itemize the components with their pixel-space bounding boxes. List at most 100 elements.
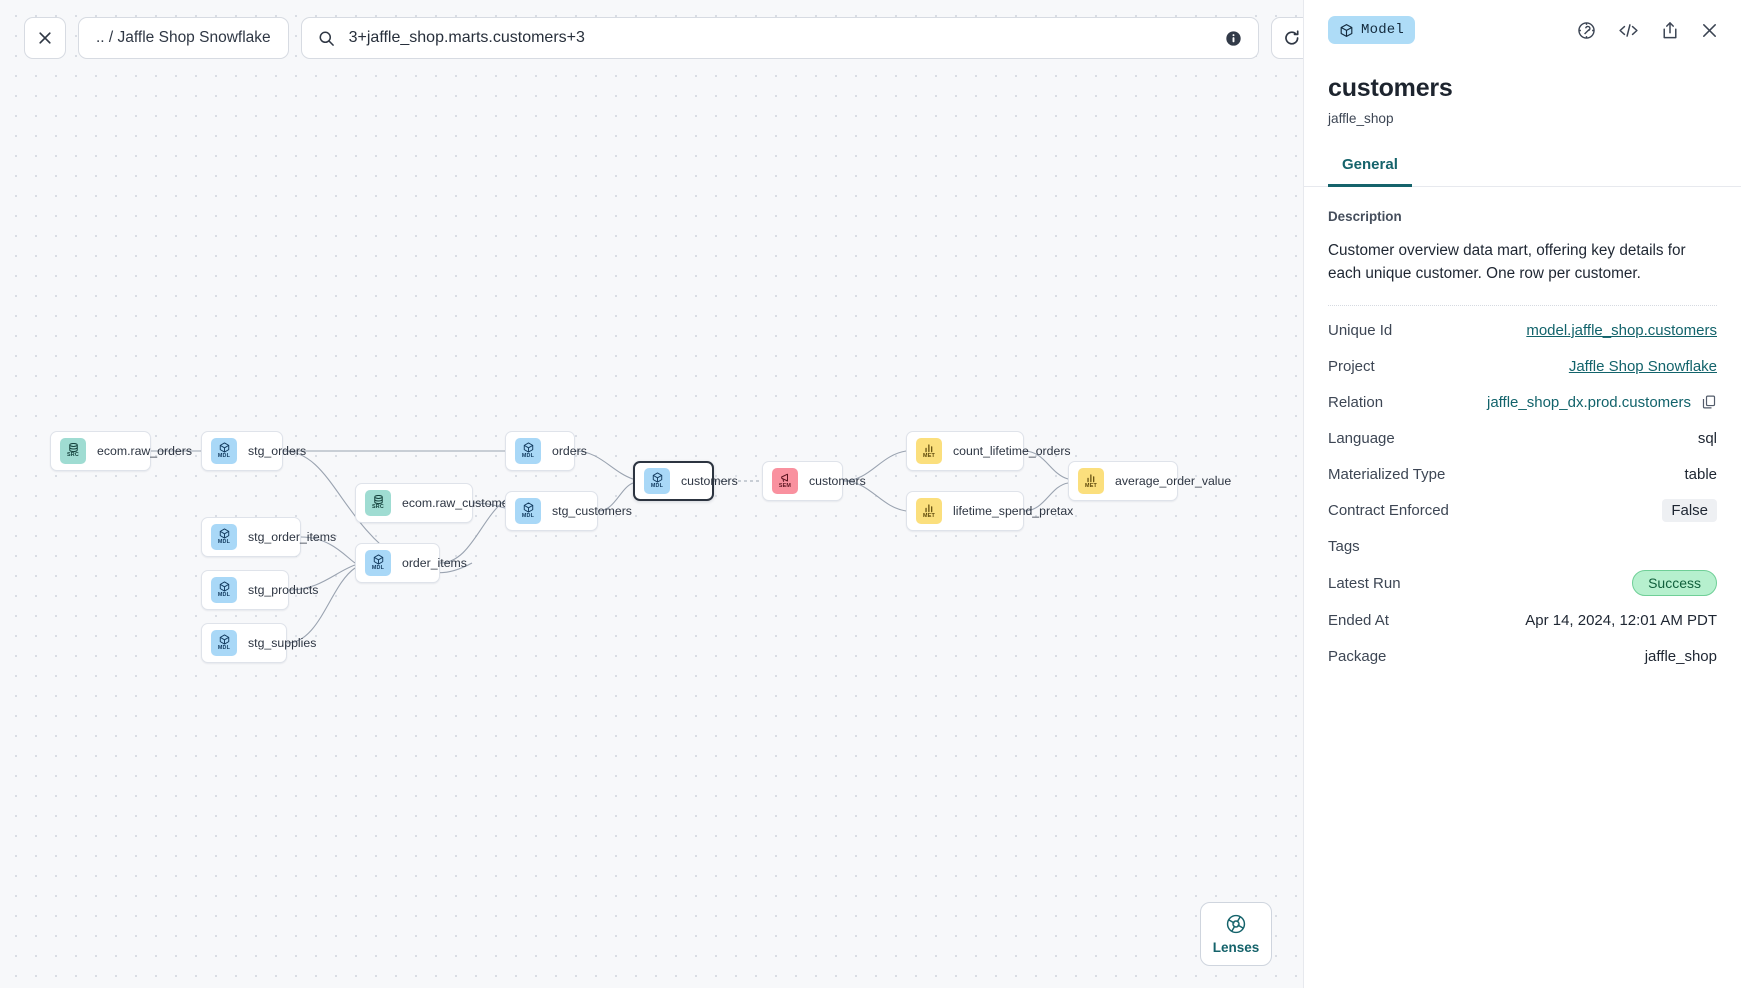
lineage-node-label: stg_supplies xyxy=(248,636,317,650)
mdl-badge-icon: MDL xyxy=(211,438,237,464)
close-lineage-button[interactable] xyxy=(24,17,66,59)
search-icon xyxy=(319,31,334,46)
details-panel: Model xyxy=(1303,0,1741,988)
property-row: Unique Id model.jaffle_shop.customers xyxy=(1328,312,1717,348)
property-value: jaffle_shop xyxy=(1644,647,1717,665)
property-key: Ended At xyxy=(1328,611,1389,629)
lineage-node-label: customers xyxy=(809,474,866,488)
property-row: Latest Run Success xyxy=(1328,564,1717,602)
mdl-badge-icon: MDL xyxy=(211,524,237,550)
property-key: Contract Enforced xyxy=(1328,501,1449,519)
property-value: Success xyxy=(1632,570,1717,597)
lineage-node-customers[interactable]: MDL customers xyxy=(633,461,738,501)
met-badge-icon: MET xyxy=(916,498,942,524)
property-row: Project Jaffle Shop Snowflake xyxy=(1328,348,1717,384)
property-row: Ended At Apr 14, 2024, 12:01 AM PDT xyxy=(1328,602,1717,638)
lineage-node-orders[interactable]: MDL orders xyxy=(505,431,587,471)
lineage-node-label: ecom.raw_orders xyxy=(97,444,192,458)
lineage-node-order_items[interactable]: MDL order_items xyxy=(355,543,467,583)
canvas-toolbar: .. / Jaffle Shop Snowflake xyxy=(24,17,1313,59)
property-key: Latest Run xyxy=(1328,574,1401,592)
lineage-node-stg_customers[interactable]: MDL stg_customers xyxy=(505,491,632,531)
mdl-badge-icon: MDL xyxy=(644,468,670,494)
node-type-label: Model xyxy=(1361,22,1405,38)
lineage-node-stg_supplies[interactable]: MDL stg_supplies xyxy=(201,623,316,663)
details-header: customers jaffle_shop xyxy=(1304,60,1741,126)
node-type-badge[interactable]: Model xyxy=(1328,16,1416,44)
lineage-node-stg_order_items[interactable]: MDL stg_order_items xyxy=(201,517,336,557)
property-value[interactable]: jaffle_shop_dx.prod.customers xyxy=(1487,394,1717,411)
property-value: Apr 14, 2024, 12:01 AM PDT xyxy=(1525,611,1717,629)
mdl-badge-icon: MDL xyxy=(365,550,391,576)
property-link[interactable]: Jaffle Shop Snowflake xyxy=(1568,357,1717,375)
mdl-badge-icon: MDL xyxy=(515,498,541,524)
copy-icon[interactable] xyxy=(1701,394,1717,410)
lineage-node-label: average_order_value xyxy=(1115,474,1232,488)
lineage-node-label: stg_products xyxy=(248,583,319,597)
lineage-node-label: stg_customers xyxy=(552,504,632,518)
code-icon[interactable] xyxy=(1617,20,1640,41)
lineage-node-average_order_value[interactable]: MET average_order_value xyxy=(1068,461,1231,501)
focus-icon[interactable] xyxy=(1576,20,1597,41)
met-badge-icon: MET xyxy=(916,438,942,464)
property-key: Unique Id xyxy=(1328,321,1393,339)
breadcrumb-label: .. / Jaffle Shop Snowflake xyxy=(96,29,271,46)
page-title: customers xyxy=(1328,74,1453,102)
lineage-node-label: stg_order_items xyxy=(248,530,337,544)
lineage-search[interactable] xyxy=(300,17,1259,59)
property-key: Project xyxy=(1328,357,1375,375)
property-link[interactable]: model.jaffle_shop.customers xyxy=(1526,321,1717,339)
status-badge: Success xyxy=(1632,570,1717,597)
page-subtitle: jaffle_shop xyxy=(1328,111,1394,126)
property-row: Contract Enforced False xyxy=(1328,492,1717,528)
lineage-node-label: stg_orders xyxy=(248,444,307,458)
lineage-node-label: count_lifetime_orders xyxy=(953,444,1071,458)
lineage-node-stg_products[interactable]: MDL stg_products xyxy=(201,570,318,610)
cube-icon xyxy=(1340,23,1353,37)
property-value: table xyxy=(1684,465,1717,483)
aperture-icon xyxy=(1226,914,1246,934)
met-badge-icon: MET xyxy=(1078,468,1104,494)
close-icon xyxy=(39,32,51,44)
property-key: Materialized Type xyxy=(1328,465,1446,483)
property-key: Relation xyxy=(1328,393,1384,411)
lineage-node-label: orders xyxy=(552,444,587,458)
tab-general[interactable]: General xyxy=(1328,156,1412,187)
property-key: Package xyxy=(1328,647,1387,665)
lineage-canvas[interactable]: .. / Jaffle Shop Snowflake xyxy=(0,0,1313,988)
breadcrumb-button[interactable]: .. / Jaffle Shop Snowflake xyxy=(78,17,289,59)
description-label: Description xyxy=(1328,209,1402,224)
property-value[interactable]: Jaffle Shop Snowflake xyxy=(1569,358,1717,375)
mdl-badge-icon: MDL xyxy=(515,438,541,464)
property-value[interactable]: model.jaffle_shop.customers xyxy=(1526,322,1717,339)
status-chip: False xyxy=(1662,498,1717,522)
close-icon[interactable] xyxy=(1700,21,1719,40)
lineage-node-stg_orders[interactable]: MDL stg_orders xyxy=(201,431,306,471)
property-row: Relation jaffle_shop_dx.prod.customers xyxy=(1328,384,1717,420)
property-row: Package jaffle_shop xyxy=(1328,638,1717,674)
lenses-label: Lenses xyxy=(1212,940,1260,955)
src-badge-icon: SRC xyxy=(365,490,391,516)
property-link[interactable]: jaffle_shop_dx.prod.customers xyxy=(1486,393,1691,411)
mdl-badge-icon: MDL xyxy=(211,577,237,603)
details-panel-header: Model xyxy=(1304,0,1741,60)
lineage-node-label: order_items xyxy=(402,556,467,570)
details-body: Description Customer overview data mart,… xyxy=(1304,187,1741,674)
info-icon[interactable] xyxy=(1225,30,1242,47)
mdl-badge-icon: MDL xyxy=(211,630,237,656)
lineage-node-count_lifetime_orders[interactable]: MET count_lifetime_orders xyxy=(906,431,1071,471)
property-value: False xyxy=(1662,498,1717,522)
lineage-node-label: customers xyxy=(681,474,738,488)
search-input[interactable] xyxy=(346,28,1213,48)
property-row: Materialized Type table xyxy=(1328,456,1717,492)
share-icon[interactable] xyxy=(1660,20,1680,41)
panel-action-icons xyxy=(1576,20,1719,41)
lenses-button[interactable]: Lenses xyxy=(1200,902,1272,966)
